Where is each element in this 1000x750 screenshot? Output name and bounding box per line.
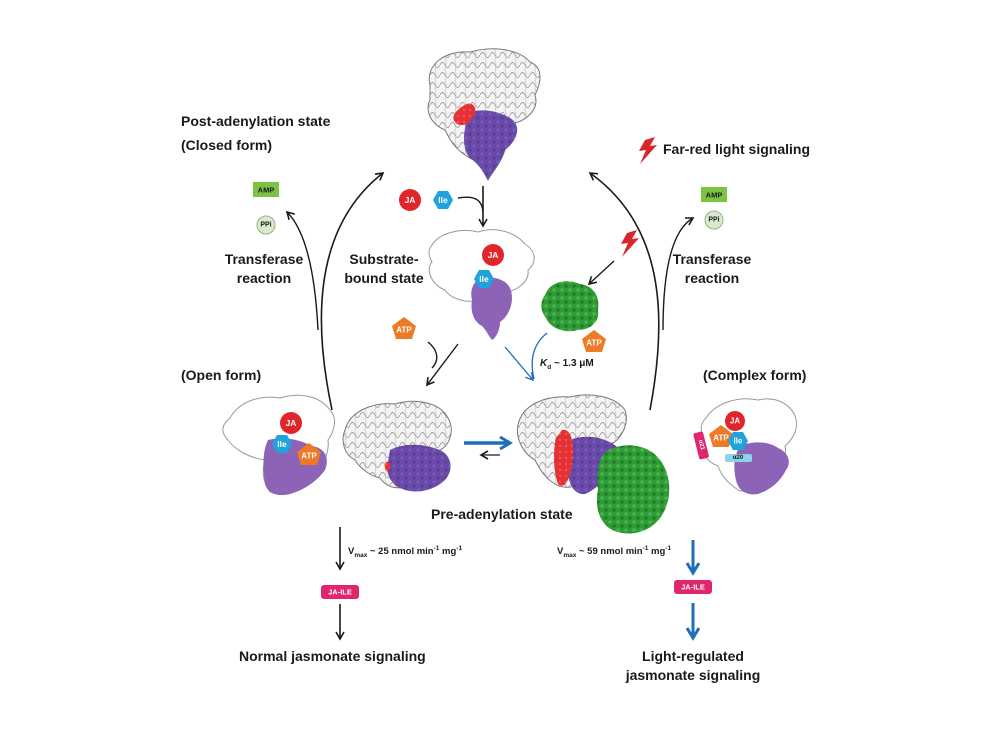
substrate-bound-cartoon bbox=[428, 229, 535, 340]
svg-text:Ile: Ile bbox=[734, 437, 743, 446]
svg-text:α21: α21 bbox=[697, 439, 705, 451]
kd-value: ~ 1.3 μM bbox=[551, 358, 594, 369]
arrow-ja-ile-binding bbox=[457, 196, 484, 213]
svg-text:JA: JA bbox=[488, 250, 499, 260]
vmax-left-value: ~ 25 nmol min bbox=[367, 546, 434, 558]
svg-text:PPi: PPi bbox=[260, 222, 271, 229]
arrow-substrate-to-pre bbox=[426, 343, 459, 387]
complex-structure bbox=[516, 394, 670, 534]
transferase-left-line2: reaction bbox=[236, 270, 292, 286]
vmax-right-exp2: -1 bbox=[665, 545, 672, 552]
svg-text:ATP: ATP bbox=[586, 339, 602, 348]
kd-label: Kd ~ 1.3 μM bbox=[540, 358, 594, 371]
vmax-right-sub: max bbox=[563, 552, 577, 560]
svg-text:Ile: Ile bbox=[277, 439, 287, 449]
vmax-left-sub: max bbox=[354, 552, 368, 560]
amp-left: AMP bbox=[253, 182, 279, 197]
substrate-bound-line2: bound state bbox=[344, 270, 424, 286]
arrow-substrate-to-complex bbox=[504, 346, 534, 382]
ja-molecule-open: JA bbox=[280, 412, 302, 434]
arrow-transferase-right bbox=[662, 217, 695, 331]
transferase-left-line1: Transferase bbox=[224, 251, 304, 267]
normal-signaling-label: Normal jasmonate signaling bbox=[239, 648, 426, 664]
kd-sub: d bbox=[547, 364, 552, 371]
light-regulated-line1: Light-regulated bbox=[642, 648, 744, 664]
transferase-right-line2: reaction bbox=[684, 270, 740, 286]
atp-molecule-open: ATP bbox=[297, 443, 321, 465]
vmax-right-value: ~ 59 nmol min bbox=[576, 546, 643, 558]
vmax-left-label: Vmax ~ 25 nmol min-1 mg-1 bbox=[348, 545, 462, 559]
lightning-icon-top bbox=[639, 137, 657, 164]
pre-adenylation-label: Pre-adenylation state bbox=[431, 506, 573, 522]
complex-form-label: (Complex form) bbox=[703, 367, 807, 383]
svg-text:Ile: Ile bbox=[479, 274, 489, 284]
vmax-left-exp1: -1 bbox=[433, 545, 440, 552]
svg-text:AMP: AMP bbox=[258, 186, 275, 195]
substrate-bound-line1: Substrate- bbox=[349, 251, 419, 267]
light-regulated-line2: jasmonate signaling bbox=[625, 667, 761, 683]
ja-molecule-substrate: JA bbox=[482, 244, 504, 266]
open-form-label: (Open form) bbox=[181, 367, 262, 383]
ja-molecule-top: JA bbox=[399, 189, 421, 211]
svg-text:α20: α20 bbox=[733, 455, 744, 461]
kd-symbol: K bbox=[540, 358, 548, 369]
vmax-left-unit2: mg bbox=[439, 546, 457, 558]
transferase-left-label: Transferase reaction bbox=[216, 250, 312, 288]
lightning-icon-mid bbox=[621, 230, 639, 257]
vmax-right-label: Vmax ~ 59 nmol min-1 mg-1 bbox=[557, 545, 671, 559]
svg-text:Ile: Ile bbox=[438, 195, 448, 205]
svg-text:JA-ILE: JA-ILE bbox=[681, 583, 705, 592]
svg-text:ATP: ATP bbox=[713, 434, 729, 443]
transferase-right-label: Transferase reaction bbox=[664, 250, 760, 288]
vmax-left-v: V bbox=[348, 546, 355, 558]
atp-molecule-complex: ATP bbox=[709, 425, 733, 447]
ile-molecule-substrate: Ile bbox=[474, 270, 494, 288]
vmax-right-unit2: mg bbox=[648, 546, 666, 558]
ppi-left: PPi bbox=[256, 215, 276, 235]
arrow-atp-binding bbox=[427, 341, 438, 369]
svg-text:PPi: PPi bbox=[708, 217, 719, 224]
far-red-light-label: Far-red light signaling bbox=[663, 141, 811, 157]
a21-helix: α21 bbox=[693, 431, 709, 460]
light-regulated-signaling-label: Light-regulated jasmonate signaling bbox=[613, 647, 773, 685]
arc-complex-to-closed bbox=[588, 172, 660, 411]
svg-text:JA: JA bbox=[286, 418, 297, 428]
substrate-bound-label: Substrate- bound state bbox=[336, 250, 432, 288]
ja-ile-product-left: JA-ILE bbox=[321, 585, 359, 599]
ja-ile-product-right: JA-ILE bbox=[674, 580, 712, 594]
vmax-right-exp1: -1 bbox=[642, 545, 649, 552]
atp-molecule-left: ATP bbox=[392, 317, 416, 339]
pre-adenylation-structure bbox=[342, 400, 452, 492]
closed-form-label: (Closed form) bbox=[181, 137, 272, 153]
vmax-right-v: V bbox=[557, 546, 564, 558]
svg-text:ATP: ATP bbox=[396, 326, 412, 335]
svg-text:JA: JA bbox=[405, 195, 416, 205]
ile-molecule-top: Ile bbox=[433, 191, 453, 209]
svg-text:JA: JA bbox=[730, 417, 740, 426]
atp-molecule-right: ATP bbox=[582, 330, 606, 352]
svg-text:AMP: AMP bbox=[706, 191, 723, 200]
phytochrome-structure bbox=[541, 281, 599, 332]
arc-open-to-closed bbox=[320, 172, 385, 411]
closed-form-protein-structure bbox=[427, 48, 541, 182]
vmax-left-exp2: -1 bbox=[456, 545, 463, 552]
transferase-right-line1: Transferase bbox=[672, 251, 752, 267]
ja-molecule-complex: JA bbox=[725, 411, 745, 431]
arrow-transferase-left bbox=[285, 210, 319, 331]
arrow-light-to-phy bbox=[587, 260, 615, 286]
svg-text:ATP: ATP bbox=[301, 452, 317, 461]
svg-text:JA-ILE: JA-ILE bbox=[328, 588, 352, 597]
arrow-phy-to-complex bbox=[531, 332, 548, 380]
ppi-right: PPi bbox=[704, 210, 724, 230]
ile-molecule-complex: Ile bbox=[728, 432, 748, 450]
a20-helix: α20 bbox=[725, 454, 752, 462]
post-adenylation-title: Post-adenylation state bbox=[181, 113, 331, 129]
ile-molecule-open: Ile bbox=[272, 435, 292, 453]
amp-right: AMP bbox=[701, 187, 727, 202]
